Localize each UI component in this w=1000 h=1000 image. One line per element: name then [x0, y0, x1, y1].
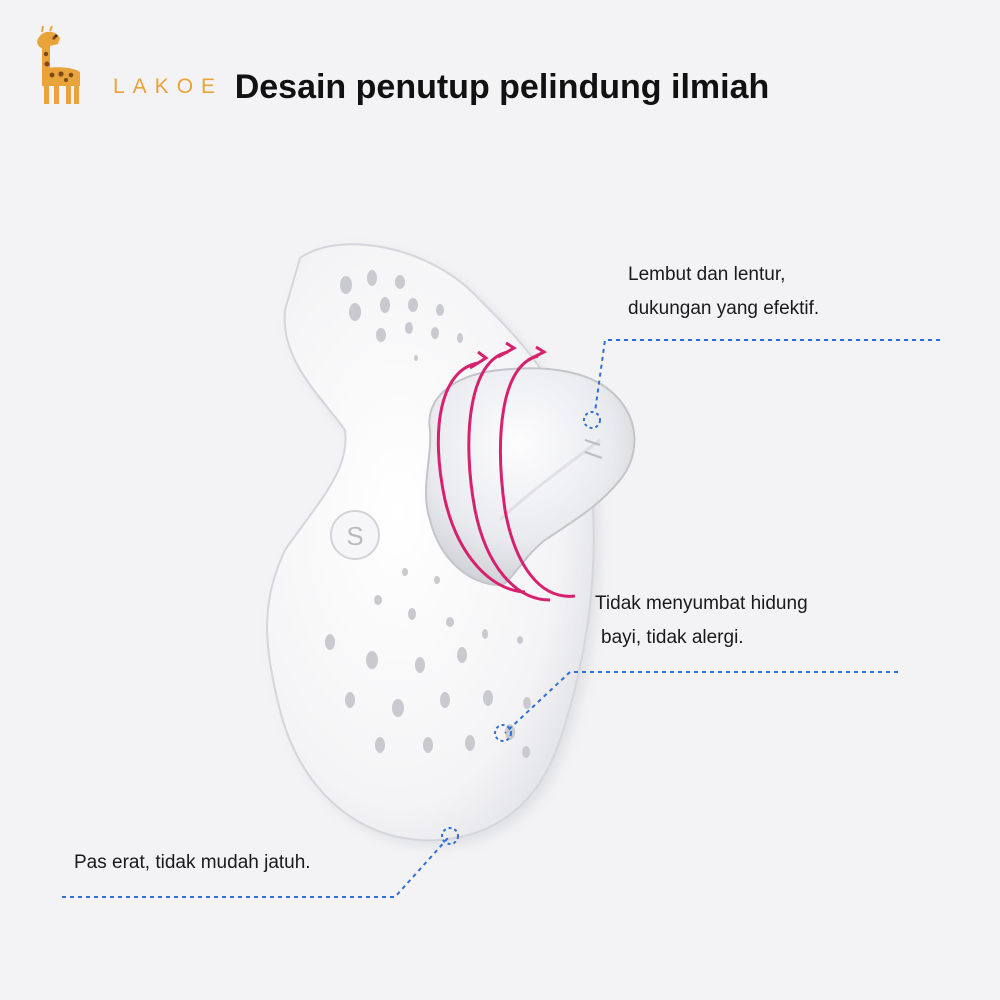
- callout-line-top: [594, 339, 940, 413]
- flexibility-rings: [436, 341, 576, 602]
- callout-marker-middle: [494, 724, 512, 742]
- callout-secure-fit: Pas erat, tidak mudah jatuh.: [74, 846, 311, 880]
- callout-marker-top: [583, 411, 601, 429]
- nipple-cap: [424, 367, 636, 587]
- ventilation-holes: [325, 270, 531, 758]
- page-title: Desain penutup pelindung ilmiah: [234, 68, 770, 106]
- size-mark: S: [346, 521, 363, 551]
- callout-line-bottom: [62, 837, 449, 898]
- callout-lines: [62, 339, 940, 898]
- callout-text: dukungan yang efektif.: [628, 298, 820, 319]
- callout-text: Tidak menyumbat hidung: [595, 593, 808, 614]
- giraffe-icon: [37, 25, 80, 104]
- callout-no-allergy: Tidak menyumbat hidung bayi, tidak alerg…: [595, 587, 808, 655]
- callout-soft-flexible: Lembut dan lentur, dukungan yang efektif…: [628, 258, 819, 326]
- callout-text: Pas erat, tidak mudah jatuh.: [74, 852, 311, 873]
- brand-name: LAKOE: [113, 75, 224, 98]
- callout-text: bayi, tidak alergi.: [601, 627, 744, 648]
- brand-logo: LAKOE: [28, 25, 268, 106]
- size-mark-circle: [330, 510, 380, 560]
- callout-line-middle: [504, 671, 898, 734]
- callout-markers: [441, 411, 601, 845]
- callout-marker-bottom: [441, 827, 459, 845]
- callout-text: Lembut dan lentur,: [628, 264, 786, 285]
